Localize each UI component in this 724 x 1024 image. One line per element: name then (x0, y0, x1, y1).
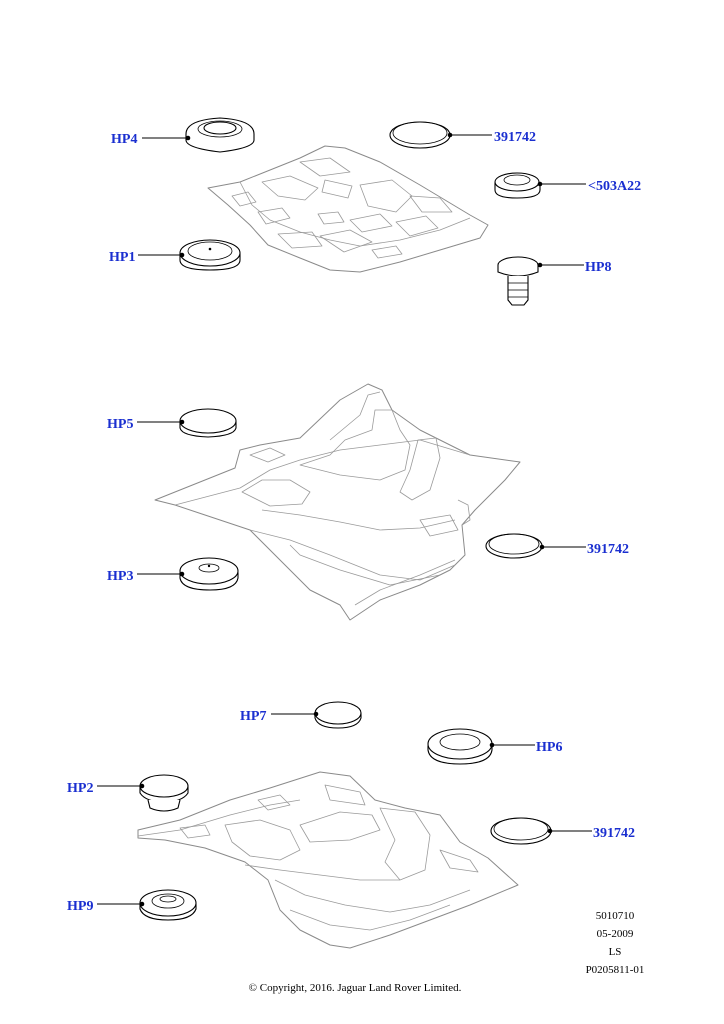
callout-hp2: HP2 (67, 781, 93, 796)
callout-hp5: HP5 (107, 417, 133, 432)
callout-503a22: <503A22 (588, 179, 641, 194)
floor-pan-middle (154, 383, 521, 621)
reference-line-2: 05-2009 (596, 928, 634, 940)
callout-hp7: HP7 (240, 709, 266, 724)
callout-hp8: HP8 (585, 260, 611, 275)
copyright-notice: © Copyright, 2016. Jaguar Land Rover Lim… (248, 982, 462, 994)
part-hp7-cap (314, 701, 362, 729)
callout-391742-bottom: 391742 (593, 826, 635, 841)
floor-pan-top (207, 145, 489, 273)
part-391742-ring-top (389, 121, 451, 149)
callout-hp6: HP6 (536, 740, 562, 755)
callout-hp9: HP9 (67, 899, 93, 914)
part-hp1-grommet (179, 239, 241, 271)
reference-line-1: 5010710 (595, 910, 635, 922)
part-391742-ring-middle (485, 533, 543, 559)
part-391742-ring-bottom (490, 817, 552, 845)
callout-391742-middle: 391742 (587, 542, 629, 557)
part-hp5-cap (179, 408, 237, 438)
part-hp6-grommet (427, 728, 493, 765)
part-503a22-plug (494, 172, 541, 199)
part-hp4-grommet (185, 117, 255, 153)
callout-hp4: HP4 (111, 132, 137, 147)
leader-lines (97, 132, 592, 907)
reference-line-3: LS (608, 946, 622, 958)
callout-391742-top: 391742 (494, 130, 536, 145)
part-hp2-plug (139, 774, 189, 812)
part-hp9-grommet (139, 889, 197, 921)
part-hp3-grommet (179, 557, 239, 591)
reference-line-4: P0205811-01 (585, 964, 645, 976)
callout-hp3: HP3 (107, 569, 133, 584)
floor-pan-bottom (137, 771, 519, 949)
callout-hp1: HP1 (109, 250, 135, 265)
part-hp8-push-clip (497, 256, 539, 306)
